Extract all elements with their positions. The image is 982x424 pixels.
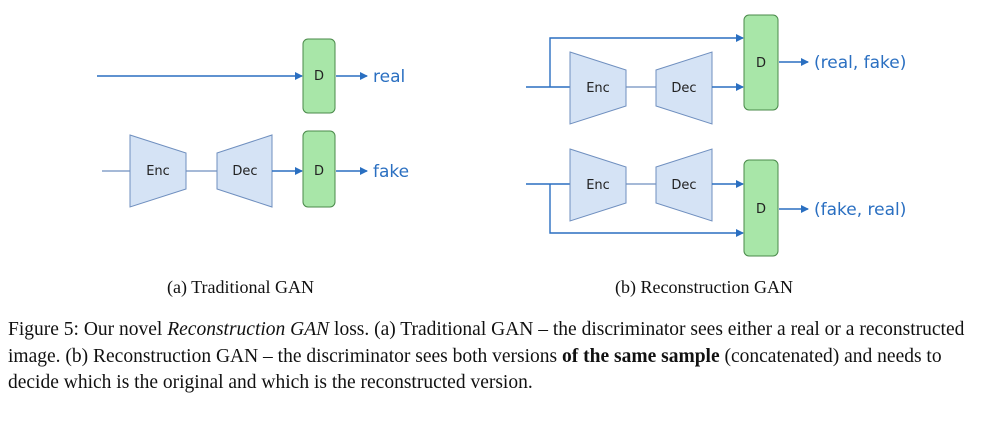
decoder-label: Dec (671, 81, 696, 96)
encoder-trapezoid (129, 134, 187, 208)
bottom-skip-path (549, 184, 744, 237)
output-real-fake-label: (real, fake) (814, 53, 906, 73)
output-fake-real-label: (fake, real) (814, 200, 906, 220)
panel-a-traditional-gan: D real Enc Dec D fake (97, 38, 409, 208)
encoder-trapezoid-bottom (569, 148, 627, 222)
subcaption-a: (a) Traditional GAN (167, 277, 314, 297)
discriminator-box-fake (302, 130, 336, 208)
discriminator-box-bottom (743, 159, 779, 257)
output-fake-label: fake (373, 162, 409, 182)
discriminator-box-real (302, 38, 336, 114)
decoder-label: Dec (232, 164, 257, 179)
decoder-trapezoid-top (655, 51, 713, 125)
decoder-label: Dec (671, 178, 696, 193)
figure-caption: Figure 5: Our novel Reconstruction GAN l… (8, 317, 978, 397)
caption-bold: of the same sample (562, 345, 720, 367)
encoder-label: Enc (146, 164, 170, 179)
encoder-label: Enc (586, 81, 610, 96)
caption-prefix: Figure 5: Our novel (8, 319, 168, 340)
caption-body: loss. (a) Traditional GAN – the discrimi… (8, 319, 965, 367)
panel-b-reconstruction-gan: Enc Dec D (real, fake) Enc Dec D (fake, … (526, 14, 906, 257)
decoder-trapezoid (216, 134, 273, 208)
discriminator-box-top (743, 14, 779, 111)
subcaption-b: (b) Reconstruction GAN (615, 277, 793, 297)
encoder-label: Enc (586, 178, 610, 193)
output-real-label: real (373, 67, 405, 87)
decoder-trapezoid-bottom (655, 148, 713, 222)
discriminator-label: D (756, 202, 766, 217)
discriminator-label: D (756, 56, 766, 71)
encoder-trapezoid-top (569, 51, 627, 125)
caption-end: (concatenated) and needs to decide which… (8, 345, 942, 394)
top-skip-path (549, 34, 744, 87)
discriminator-label: D (314, 69, 324, 84)
caption-italic: Reconstruction GAN (167, 319, 330, 340)
discriminator-label: D (314, 164, 324, 179)
